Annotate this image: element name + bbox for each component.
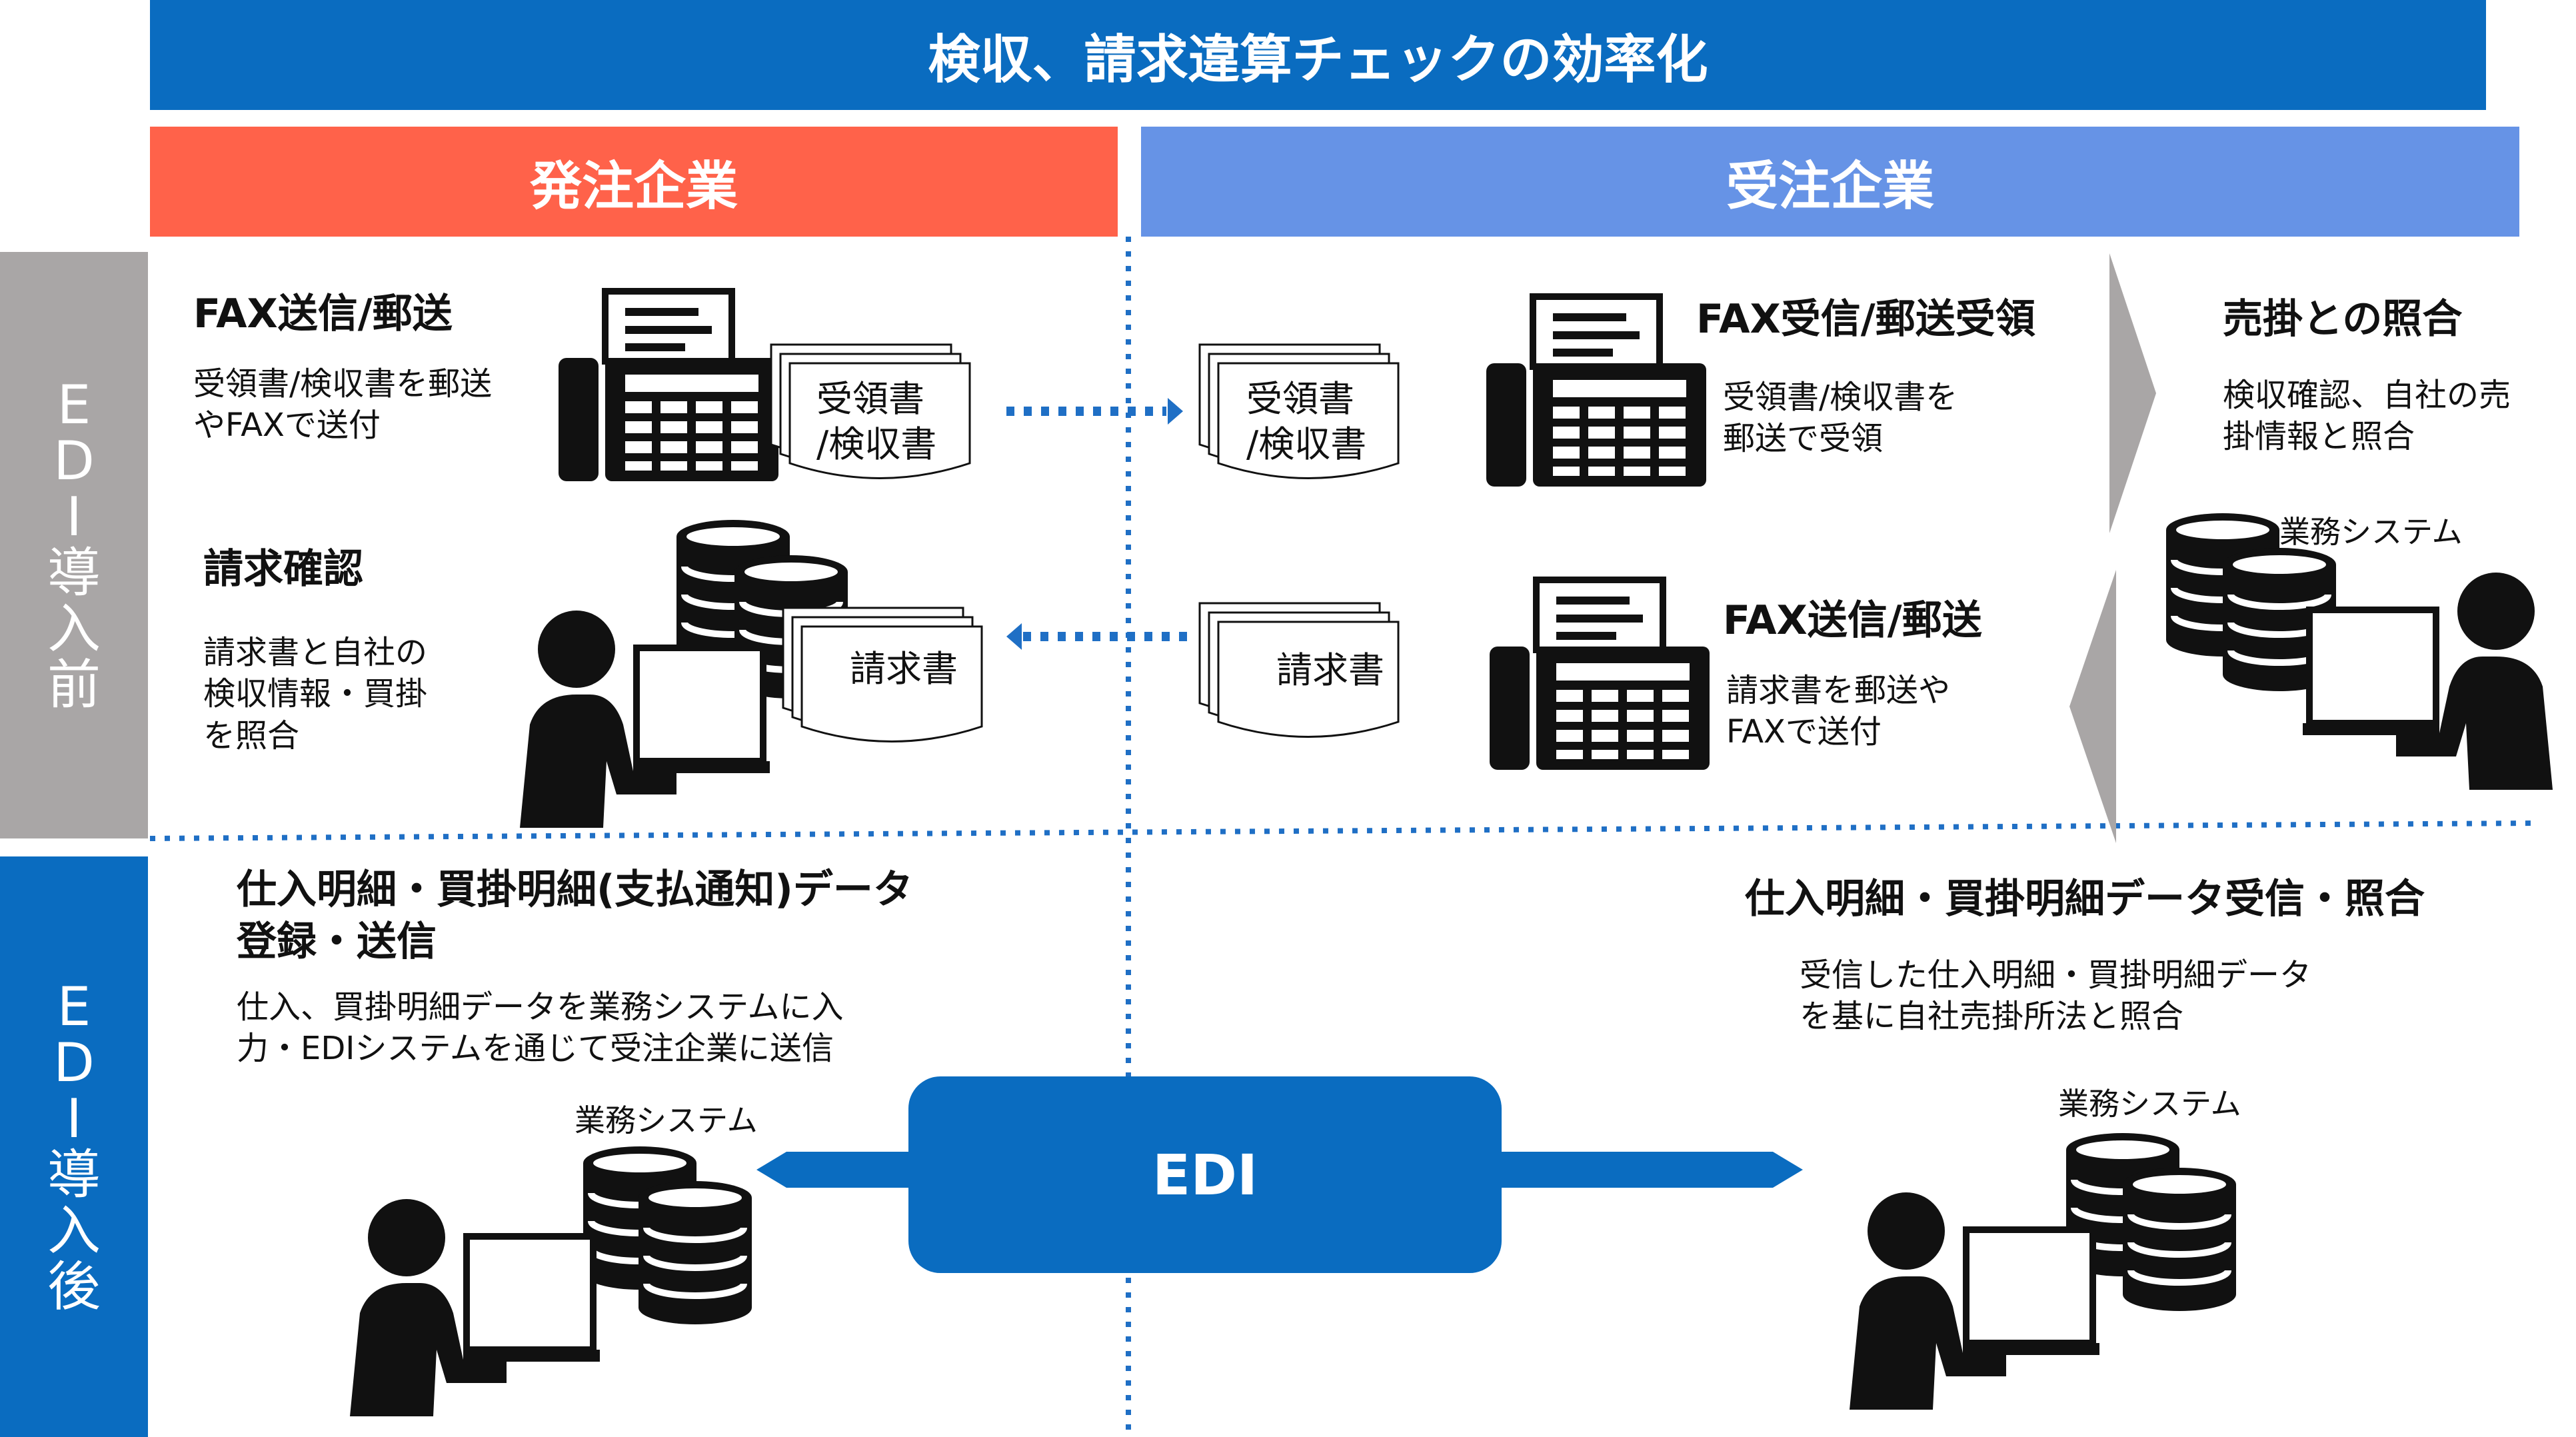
- supplier-receive-heading: FAX受信/郵送受領: [1696, 296, 2035, 343]
- person-at-computer-icon: [2303, 573, 2553, 790]
- supplier-header-label: 受注企業: [1726, 156, 1934, 217]
- after-char: E: [57, 975, 91, 1038]
- supplier-match-text: 検収確認、自社の売 掛情報と照合: [2223, 377, 2511, 456]
- arrow-left-icon: [756, 1152, 908, 1188]
- person-at-computer-icon: [350, 1199, 600, 1416]
- after-orderer-heading: 仕入明細・買掛明細(支払通知)データ 登録・送信: [237, 866, 913, 965]
- supplier-send-doc-label: 請求書: [1276, 649, 1384, 691]
- orderer-invoice-text: 請求書と自社の 検収情報・買掛 を照合: [203, 634, 428, 754]
- person-at-computer-icon: [1850, 1192, 2099, 1410]
- after-char: D: [53, 1031, 95, 1094]
- chevron-left-icon: [2069, 570, 2116, 843]
- orderer-invoice-doc-label: 請求書: [850, 648, 958, 690]
- edi-label-text: EDI: [1152, 1142, 1258, 1208]
- title-bar: 検収、請求違算チェックの効率化: [150, 0, 2486, 110]
- after-supplier-text: 受信した仕入明細・買掛明細データ を基に自社売掛所法と照合: [1800, 956, 2312, 1036]
- supplier-match-heading: 売掛との照合: [2223, 296, 2463, 343]
- before-char: E: [57, 374, 91, 436]
- before-char: 入: [47, 598, 101, 660]
- supplier-receive-text: 受領書/検収書を 郵送で受領: [1723, 379, 1958, 458]
- supplier-header: 受注企業: [1141, 127, 2519, 237]
- before-char: I: [66, 486, 82, 548]
- orderer-header: 発注企業: [150, 127, 1118, 237]
- orderer-fax-text: 受領書/検収書を郵送 やFAXで送付: [193, 365, 493, 445]
- after-orderer-text: 仕入、買掛明細データを業務システムに入 力・EDIシステムを通じて受注企業に送信: [237, 988, 844, 1068]
- fax-machine-icon: [559, 291, 778, 481]
- after-char: 入: [47, 1199, 101, 1262]
- orderer-header-label: 発注企業: [529, 156, 738, 217]
- after-edi-band: E D I 導 入 後: [0, 856, 148, 1437]
- arrow-right-icon: [1502, 1152, 1803, 1188]
- supplier-match-caption: 業務システム: [2279, 514, 2463, 550]
- orderer-fax-doc-label: 受領書 /検収書: [816, 378, 937, 465]
- after-char: 導: [47, 1143, 101, 1206]
- before-edi-band: E D I 導 入 前: [0, 252, 148, 838]
- row-divider: [149, 820, 2533, 841]
- after-supplier-heading: 仕入明細・買掛明細データ受信・照合: [1745, 876, 2425, 922]
- supplier-send-heading: FAX送信/郵送: [1723, 597, 1982, 644]
- database-icon: [2123, 1168, 2236, 1311]
- before-char: D: [53, 430, 95, 492]
- after-char: I: [66, 1087, 82, 1150]
- edi-box: [908, 1076, 1502, 1273]
- orderer-fax-heading: FAX送信/郵送: [193, 291, 453, 337]
- fax-machine-icon: [1490, 580, 1710, 770]
- before-char: 前: [47, 654, 101, 716]
- after-supplier-caption: 業務システム: [2058, 1086, 2241, 1122]
- page-title: 検収、請求違算チェックの効率化: [928, 29, 1708, 90]
- after-char: 後: [47, 1255, 101, 1318]
- after-orderer-caption: 業務システム: [575, 1102, 758, 1138]
- fax-machine-icon: [1486, 297, 1706, 487]
- database-icon: [639, 1181, 752, 1324]
- edi-label: EDI: [908, 1076, 1502, 1273]
- chevron-right-icon: [2109, 253, 2156, 533]
- orderer-invoice-heading: 請求確認: [203, 546, 363, 593]
- supplier-receive-doc-label: 受領書 /検収書: [1246, 378, 1367, 465]
- before-char: 導: [47, 542, 101, 604]
- supplier-send-text: 請求書を郵送や FAXで送付: [1726, 672, 1951, 751]
